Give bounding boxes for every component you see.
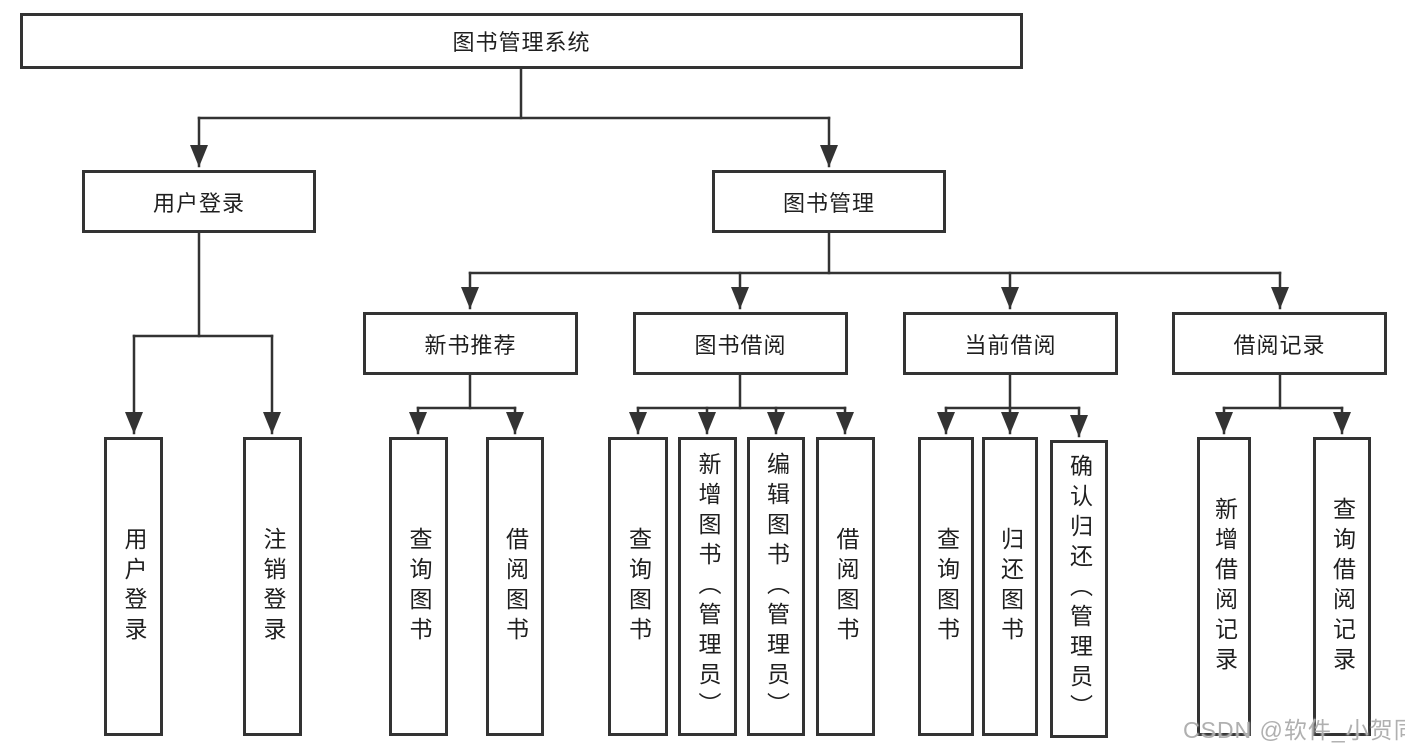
leaf-return-books: 归还图书: [982, 437, 1038, 736]
leaf-query-books-borrowing: 查询图书: [608, 437, 668, 736]
node-label: 新增借阅记录: [1211, 496, 1238, 677]
node-label: 确认归还（管理员）: [1066, 454, 1093, 724]
leaf-logout: 注销登录: [243, 437, 302, 736]
leaf-borrow-books-borrowing: 借阅图书: [816, 437, 875, 736]
node-label: 借阅图书: [833, 526, 859, 647]
leaf-query-books-current: 查询图书: [918, 437, 974, 736]
node-label: 编辑图书（管理员）: [763, 451, 790, 722]
node-label: 查询借阅记录: [1329, 496, 1356, 677]
node-label: 图书借阅: [694, 332, 787, 358]
node-borrowing-records: 借阅记录: [1172, 312, 1387, 375]
leaf-query-borrow-record: 查询借阅记录: [1313, 437, 1371, 736]
node-current-borrowing: 当前借阅: [903, 312, 1118, 375]
leaf-add-borrow-record: 新增借阅记录: [1197, 437, 1251, 736]
node-label: 查询图书: [406, 526, 432, 647]
node-new-book-recommendation: 新书推荐: [363, 312, 578, 375]
node-book-management-branch: 图书管理: [712, 170, 946, 233]
leaf-edit-book-admin: 编辑图书（管理员）: [747, 437, 805, 736]
node-label: 图书管理系统: [452, 30, 591, 55]
node-label: 借阅记录: [1233, 332, 1326, 358]
node-label: 新增图书（管理员）: [695, 451, 721, 722]
leaf-add-book-admin: 新增图书（管理员）: [678, 437, 737, 736]
node-label: 图书管理: [782, 190, 875, 216]
leaf-user-login: 用户登录: [104, 437, 163, 736]
node-library-management-system: 图书管理系统: [20, 13, 1023, 69]
node-book-borrowing: 图书借阅: [633, 312, 848, 375]
node-label: 用户登录: [152, 190, 245, 216]
node-label: 当前借阅: [964, 332, 1057, 358]
csdn-watermark: CSDN @软件_小贺同学: [1183, 717, 1405, 743]
node-label: 归还图书: [997, 526, 1024, 647]
node-label: 注销登录: [260, 526, 286, 647]
node-label: 新书推荐: [424, 332, 517, 358]
node-user-login-branch: 用户登录: [82, 170, 316, 233]
node-label: 用户登录: [121, 526, 147, 647]
leaf-query-books-recommend: 查询图书: [389, 437, 448, 736]
node-label: 查询图书: [625, 526, 652, 647]
leaf-borrow-books-recommend: 借阅图书: [486, 437, 544, 736]
leaf-confirm-return-admin: 确认归还（管理员）: [1050, 440, 1108, 738]
node-label: 借阅图书: [502, 526, 529, 647]
node-label: 查询图书: [933, 526, 960, 647]
